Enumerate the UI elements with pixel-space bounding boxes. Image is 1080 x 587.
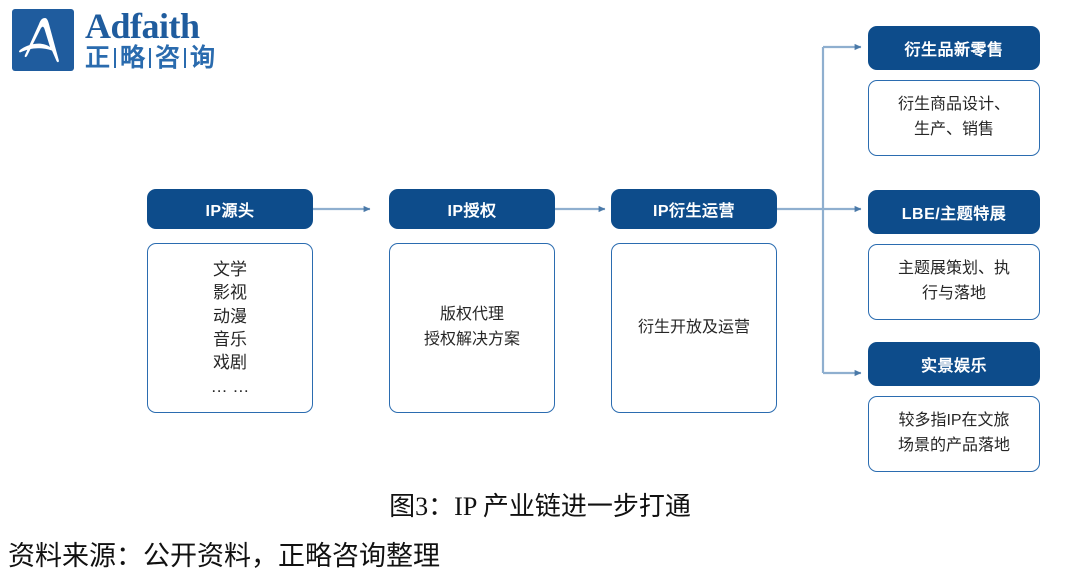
node-header-label: IP源头 — [147, 189, 313, 229]
node-ip-license-header[interactable]: IP授权 — [389, 189, 555, 229]
node-real-scene-entertainment-header[interactable]: 实景娱乐 — [868, 342, 1040, 386]
node-header-label: LBE/主题特展 — [868, 190, 1040, 234]
node-new-retail-header[interactable]: 衍生品新零售 — [868, 26, 1040, 70]
node-body-box: 主题展策划、执 行与落地 — [868, 244, 1040, 320]
figure-caption: 图3：IP 产业链进一步打通 — [389, 492, 691, 521]
node-ip-source-header[interactable]: IP源头 — [147, 189, 313, 229]
node-body-line: 授权解决方案 — [423, 331, 520, 348]
adfaith-logo: Adfaith 正 略 咨 询 — [12, 4, 262, 76]
node-body-line: 衍生商品设计、 — [897, 96, 1010, 114]
logo-cn-separator — [149, 48, 152, 68]
adfaith-a-mark-icon — [12, 9, 74, 71]
node-lbe-exhibition-header[interactable]: LBE/主题特展 — [868, 190, 1040, 234]
node-body-line: 行与落地 — [921, 285, 986, 302]
node-body-box: 衍生商品设计、 生产、销售 — [868, 80, 1040, 156]
logo-cn-char-1: 正 — [85, 44, 111, 72]
node-body-box: 衍生开放及运营 — [611, 243, 777, 413]
node-body-box: 较多指IP在文旅 场景的产品落地 — [868, 396, 1040, 472]
node-lbe-exhibition-body[interactable]: 主题展策划、执 行与落地 — [868, 244, 1040, 320]
node-body-line: 生产、销售 — [913, 121, 994, 138]
node-real-scene-entertainment-body[interactable]: 较多指IP在文旅 场景的产品落地 — [868, 396, 1040, 472]
logo-cn-char-2: 略 — [120, 44, 146, 72]
node-ip-derivative-ops-header[interactable]: IP衍生运营 — [611, 189, 777, 229]
node-body-line: 主题展策划、执 — [897, 260, 1010, 278]
node-ip-license-body[interactable]: 版权代理 授权解决方案 — [389, 243, 555, 413]
node-body-box: 版权代理 授权解决方案 — [389, 243, 555, 413]
logo-wordmark: Adfaith 正 略 咨 询 — [85, 6, 215, 71]
node-header-label: 实景娱乐 — [868, 342, 1040, 386]
logo-cn-char-4: 询 — [190, 44, 216, 72]
node-body-line: 动漫 — [213, 306, 247, 326]
node-body-line: 音乐 — [213, 330, 247, 349]
ip-value-chain-diagram: IP源头 文学 影视 动漫 音乐 戏剧 … … IP授权 版权代理 授权解决方案… — [147, 26, 1040, 472]
logo-cn-separator — [114, 48, 117, 68]
node-body-box: 文学 影视 动漫 音乐 戏剧 … … — [147, 243, 313, 413]
node-ip-source-body[interactable]: 文学 影视 动漫 音乐 戏剧 … … — [147, 243, 313, 413]
node-body-line: 版权代理 — [439, 306, 504, 324]
logo-cn-separator — [184, 48, 187, 68]
node-header-label: 衍生品新零售 — [868, 26, 1040, 70]
node-ip-derivative-ops-body[interactable]: 衍生开放及运营 — [611, 243, 777, 413]
node-header-label: IP衍生运营 — [611, 189, 777, 229]
figure-source-note: 资料来源：公开资料，正略咨询整理 — [8, 541, 440, 571]
logo-latin-text: Adfaith — [85, 6, 200, 46]
node-body-line: 文学 — [213, 259, 247, 279]
node-body-line: 场景的产品落地 — [897, 437, 1010, 454]
node-body-line: 较多指IP在文旅 — [898, 412, 1010, 430]
node-body-line: 影视 — [213, 283, 247, 303]
logo-chinese-text: 正 略 咨 询 — [85, 45, 215, 71]
node-body-line: 戏剧 — [213, 353, 247, 373]
node-header-label: IP授权 — [389, 189, 555, 229]
node-body-line: … … — [210, 376, 250, 396]
node-body-line: 衍生开放及运营 — [637, 318, 750, 336]
node-new-retail-body[interactable]: 衍生商品设计、 生产、销售 — [868, 80, 1040, 156]
logo-cn-char-3: 咨 — [155, 44, 181, 72]
